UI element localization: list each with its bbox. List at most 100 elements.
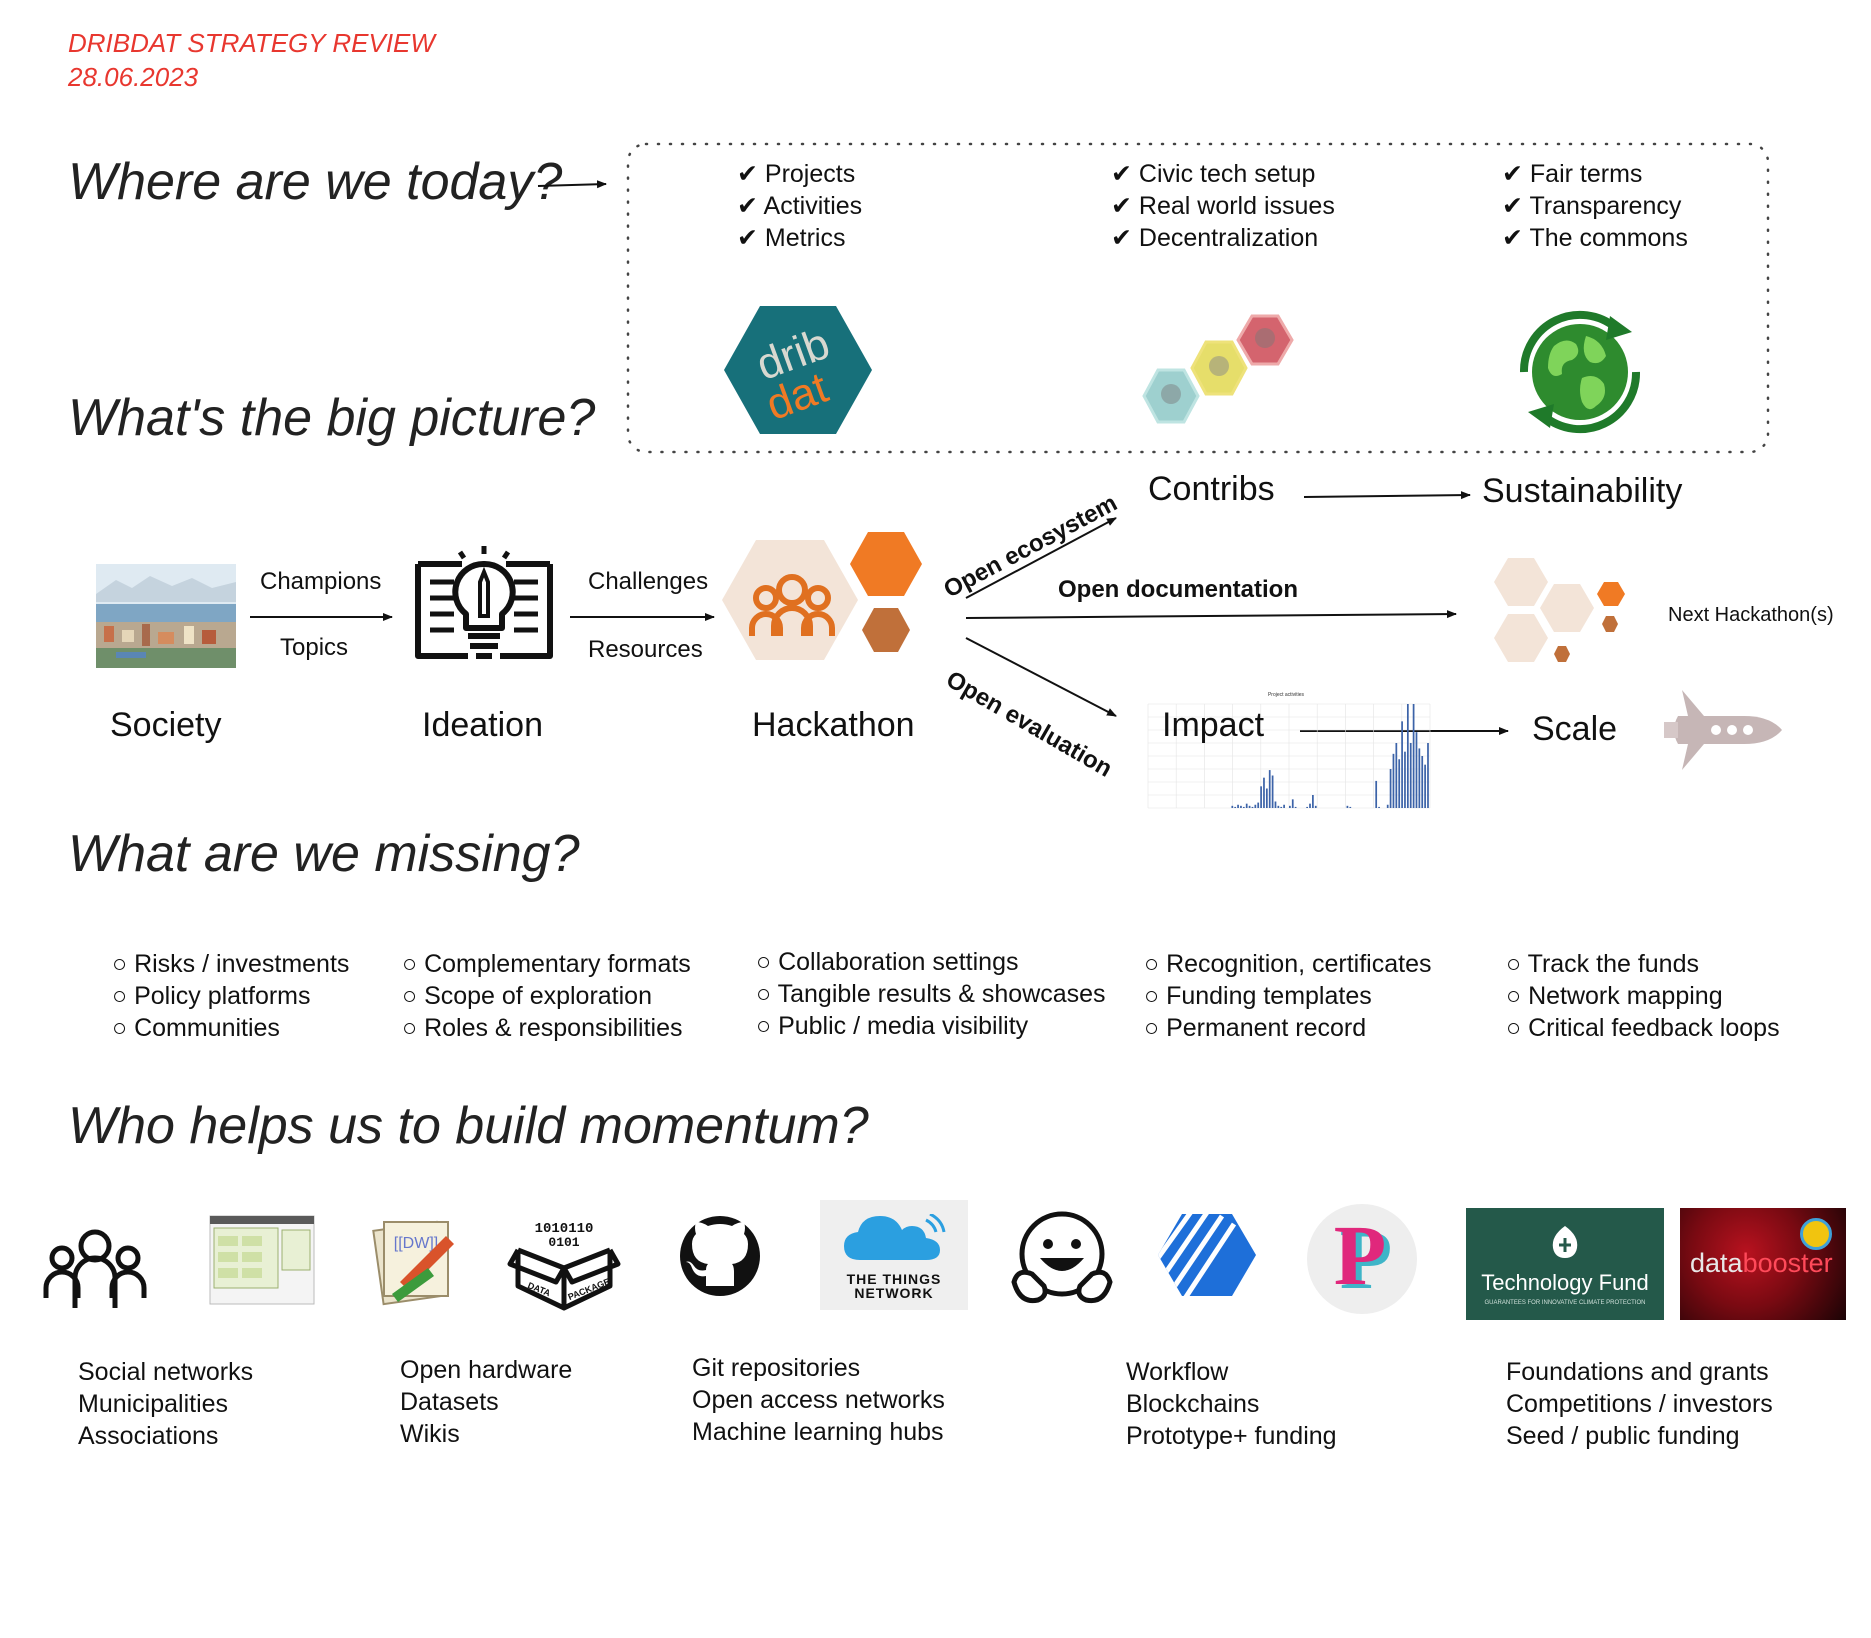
chart-bar (1418, 748, 1421, 808)
chart-bar (1312, 795, 1314, 808)
list-item: ○ Network mapping (1506, 982, 1723, 1010)
circle-bullet-icon: ○ (112, 950, 128, 978)
document-date: 28.06.2023 (68, 62, 199, 92)
chart-bar (1404, 751, 1406, 808)
svg-text:0101: 0101 (548, 1235, 579, 1250)
svg-text:P: P (1334, 1207, 1387, 1303)
list-item: Open hardware (400, 1356, 573, 1384)
list-item: ○ Track the funds (1506, 950, 1699, 978)
check-icon: ✔ (1502, 160, 1523, 188)
svg-text:[[DW]]: [[DW]] (394, 1235, 438, 1252)
list-item: ○ Permanent record (1144, 1014, 1367, 1042)
circle-bullet-icon: ○ (112, 982, 128, 1010)
list-item: ○ Policy platforms (112, 982, 311, 1010)
missing-list-5: ○ Track the funds ○ Network mapping ○ Cr… (1506, 948, 1780, 1044)
chart-bar (1427, 743, 1429, 808)
list-item: Competitions / investors (1506, 1390, 1773, 1418)
chart-bar (1289, 805, 1291, 808)
chart-bar (1245, 803, 1248, 808)
chart-bar (1274, 801, 1277, 808)
chart-bars (1231, 704, 1429, 808)
arrow-open-documentation (965, 610, 1457, 619)
chart-bar (1375, 780, 1378, 808)
data-package-icon: 1010110 0101 DATA PACKAGE (507, 1221, 621, 1311)
project-activity-chart: Project activities (1147, 692, 1431, 809)
list-item: ○ Complementary formats (402, 950, 691, 978)
civic-hexagons-icon (1142, 314, 1294, 424)
node-impact: Impact (1162, 706, 1265, 744)
momentum-list-4: Workflow Blockchains Prototype+ funding (1126, 1356, 1337, 1452)
question-big-picture: What's the big picture? (68, 389, 596, 447)
node-ideation: Ideation (422, 706, 543, 744)
github-icon (680, 1216, 760, 1296)
chart-bar (1268, 770, 1271, 808)
node-society: Society (110, 706, 222, 744)
technology-fund-logo: Technology Fund GUARANTEES FOR INNOVATIV… (1466, 1208, 1664, 1320)
ideation-bulb-book-icon (415, 546, 553, 659)
chart-bar (1257, 802, 1260, 808)
list-item: Wikis (400, 1420, 460, 1448)
chart-bar (1392, 753, 1395, 808)
today-list-2: ✔ Civic tech setup ✔ Real world issues ✔… (1111, 158, 1335, 254)
check-icon: ✔ (1502, 192, 1523, 220)
chart-bar (1240, 805, 1242, 808)
list-item: ○ Risks / investments (112, 950, 350, 978)
dokuwiki-icon: [[DW]] (372, 1220, 454, 1306)
circle-bullet-icon: ○ (402, 1014, 418, 1042)
question-today: Where are we today? (68, 153, 563, 211)
chart-bar (1409, 743, 1412, 808)
stripes-logo-icon (1158, 1214, 1256, 1296)
chart-bar (1271, 775, 1274, 808)
question-missing: What are we missing? (68, 825, 580, 883)
list-item: ○ Scope of exploration (402, 982, 652, 1010)
check-icon: ✔ (737, 224, 758, 252)
list-item: Social networks (78, 1358, 254, 1386)
databooster-text: databooster (1690, 1248, 1833, 1278)
circle-bullet-icon: ○ (402, 982, 418, 1010)
list-item: Workflow (1126, 1358, 1229, 1386)
today-arrow (537, 180, 607, 189)
rocket-icon (1664, 690, 1782, 770)
list-item: ○ Critical feedback loops (1506, 1014, 1780, 1042)
list-item: ○ Public / media visibility (756, 1012, 1029, 1040)
check-icon: ✔ (737, 160, 758, 188)
chart-bar (1263, 777, 1265, 808)
node-hackathon: Hackathon (752, 706, 915, 744)
edge-label-open-documentation: Open documentation (1058, 576, 1298, 603)
check-icon: ✔ (1111, 160, 1132, 188)
hackathon-hexagons-icon (722, 532, 922, 660)
node-contribs: Contribs (1148, 470, 1275, 508)
circle-bullet-icon: ○ (112, 1014, 128, 1042)
check-icon: ✔ (1111, 224, 1132, 252)
edge-label-champions: Champions (260, 568, 382, 595)
chart-bar (1349, 806, 1352, 808)
list-item: Foundations and grants (1506, 1358, 1769, 1386)
technology-fund-subtext: GUARANTEES FOR INNOVATIVE CLIMATE PROTEC… (1484, 1300, 1646, 1306)
chart-bar (1283, 804, 1285, 808)
momentum-list-5: Foundations and grants Competitions / in… (1506, 1356, 1773, 1452)
list-item: ○ Tangible results & showcases (756, 980, 1106, 1008)
question-momentum: Who helps us to build momentum? (68, 1097, 869, 1155)
chart-bar (1251, 806, 1254, 808)
chart-bar (1260, 786, 1262, 808)
node-scale: Scale (1532, 710, 1618, 748)
circle-bullet-icon: ○ (1144, 950, 1160, 978)
missing-list-2: ○ Complementary formats ○ Scope of explo… (402, 948, 691, 1044)
chart-bar (1395, 743, 1398, 808)
list-item: ○ Communities (112, 1014, 280, 1042)
circle-bullet-icon: ○ (1144, 982, 1160, 1010)
list-item: Machine learning hubs (692, 1418, 944, 1446)
list-item: Git repositories (692, 1354, 861, 1382)
today-dotted-box (626, 142, 1770, 454)
check-icon: ✔ (737, 192, 758, 220)
momentum-list-2: Open hardware Datasets Wikis (400, 1354, 572, 1450)
chart-bar (1280, 806, 1283, 808)
check-icon: ✔ (1111, 192, 1132, 220)
workflow-screenshot-thumbnail (209, 1215, 315, 1305)
chart-bar (1314, 805, 1317, 808)
chart-bar (1398, 759, 1401, 808)
chart-bar (1306, 806, 1308, 808)
list-item: Blockchains (1126, 1390, 1260, 1418)
circle-bullet-icon: ○ (402, 950, 418, 978)
